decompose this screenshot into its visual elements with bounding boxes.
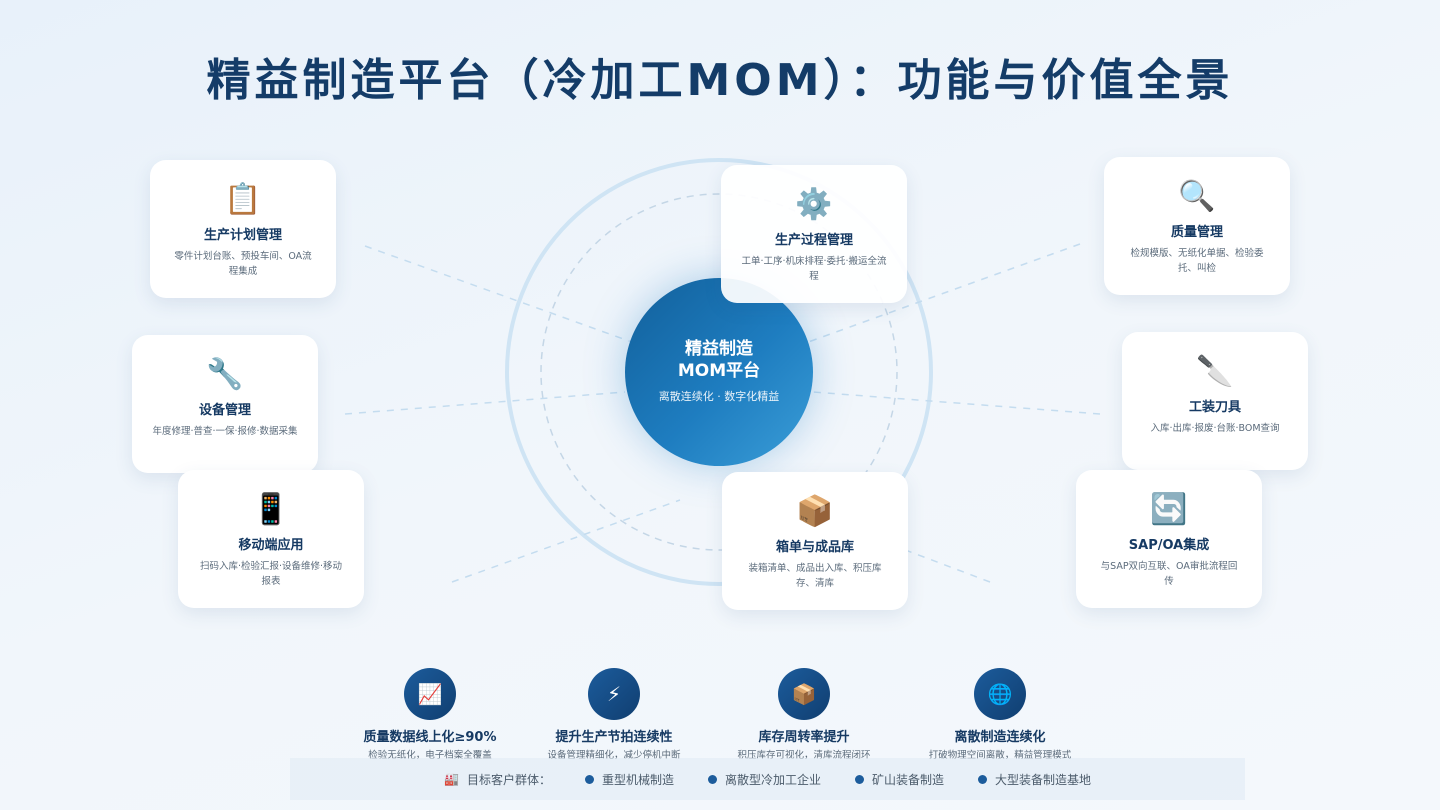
connector-line	[364, 245, 641, 346]
outer-ring	[505, 158, 933, 586]
sync-icon: 🔄	[1150, 492, 1188, 527]
metric-inventory-turnover: 📦 库存周转率提升 积压库存可视化，清库流程闭环	[714, 668, 894, 761]
module-card-mobile[interactable]: 📱 移动端应用 扫码入库·检验汇报·设备维修·移动报表	[178, 470, 364, 608]
package-icon: 📦	[778, 668, 830, 720]
hub-title-line2: MOM平台	[677, 361, 761, 381]
hub-title-line1: 精益制造	[685, 339, 753, 359]
customer-item: 重型机械制造	[601, 772, 674, 787]
metric-desc: 检验无纸化，电子档案全覆盖	[368, 750, 492, 761]
metric-title: 质量数据线上化≥90%	[363, 730, 497, 745]
globe-icon: 🌐	[974, 668, 1026, 720]
module-card-packing-warehouse[interactable]: 📦 箱单与成品库 装箱清单、成品出入库、积压库存、清库	[722, 472, 908, 610]
gear-icon: ⚙️	[795, 187, 833, 222]
card-title: SAP/OA集成	[1128, 538, 1210, 553]
card-desc: 扫码入库·检验汇报·设备维修·移动报表	[199, 561, 343, 587]
package-icon: 📦	[796, 494, 834, 529]
connector-line	[899, 547, 991, 583]
magnifier-icon: 🔍	[1178, 179, 1216, 214]
module-card-production-process[interactable]: ⚙️ 生产过程管理 工单·工序·机床排程·委托·搬运全流程	[721, 165, 907, 303]
bullet-dot	[854, 774, 864, 784]
mobile-app-icon: 📱	[252, 492, 290, 527]
customer-item: 大型装备制造基地	[995, 772, 1092, 787]
card-desc: 入库·出库·报废·台账·BOM查询	[1150, 423, 1280, 434]
clipboard-icon: 📋	[224, 182, 262, 217]
bullet-dot	[707, 774, 717, 784]
metric-quality-data: 📈 质量数据线上化≥90% 检验无纸化，电子档案全覆盖	[340, 668, 520, 761]
metric-discrete-continuity: 🌐 离散制造连续化 打破物理空间离散，精益管理模式	[910, 668, 1090, 761]
module-card-sap-oa[interactable]: 🔄 SAP/OA集成 与SAP双向互联、OA审批流程回传	[1076, 470, 1262, 608]
card-title: 生产过程管理	[774, 233, 853, 248]
lightning-icon: ⚡	[588, 668, 640, 720]
module-card-tooling[interactable]: 🔪 工装刀具 入库·出库·报废·台账·BOM查询	[1122, 332, 1308, 470]
connector-line	[812, 391, 1101, 415]
card-desc: 零件计划台账、预投车间、OA流程集成	[174, 251, 312, 277]
card-title: 质量管理	[1170, 225, 1223, 240]
card-title: 移动端应用	[238, 538, 304, 553]
card-desc: 工单·工序·机床排程·委托·搬运全流程	[741, 256, 887, 282]
metric-production-rhythm: ⚡ 提升生产节拍连续性 设备管理精细化，减少停机中断	[524, 668, 704, 761]
card-title: 箱单与成品库	[775, 540, 854, 555]
bullet-dot	[584, 774, 594, 784]
metric-desc: 设备管理精细化，减少停机中断	[547, 750, 681, 761]
inner-dashed-ring	[540, 193, 898, 551]
metric-title: 离散制造连续化	[954, 730, 1046, 745]
center-hub: 精益制造 MOM平台 离散连续化 · 数字化精益	[625, 278, 813, 466]
metric-desc: 积压库存可视化，清库流程闭环	[737, 750, 871, 761]
wrench-icon: 🔧	[206, 357, 244, 392]
bullet-dot	[978, 774, 987, 784]
card-desc: 装箱清单、成品出入库、积压库存、清库	[748, 563, 882, 589]
metric-desc: 打破物理空间离散，精益管理模式	[928, 750, 1072, 761]
hub-subtitle: 离散连续化 · 数字化精益	[658, 390, 780, 403]
knife-icon: 🔪	[1196, 354, 1234, 389]
chart-up-icon: 📈	[404, 668, 456, 720]
module-card-production-plan[interactable]: 📋 生产计划管理 零件计划台账、预投车间、OA流程集成	[150, 160, 336, 298]
card-desc: 与SAP双向互联、OA审批流程回传	[1100, 561, 1238, 587]
connector-line	[451, 499, 681, 583]
card-title: 生产计划管理	[203, 228, 282, 243]
target-customers-bar: 🏭 目标客户群体： 重型机械制造 离散型冷加工企业 矿山装备制造 大型装备制造基地	[290, 758, 1245, 800]
card-desc: 检规模版、无纸化单据、检验委托、叫检	[1130, 248, 1264, 274]
metric-title: 库存周转率提升	[758, 730, 850, 745]
customer-item: 矿山装备制造	[871, 772, 944, 787]
page-title: 精益制造平台（冷加工MOM）：功能与价值全景	[206, 55, 1234, 106]
factory-icon: 🏭	[443, 772, 459, 786]
module-card-quality[interactable]: 🔍 质量管理 检规模版、无纸化单据、检验委托、叫检	[1104, 157, 1290, 295]
card-title: 设备管理	[198, 403, 251, 418]
connector-line	[344, 391, 626, 415]
customer-item: 离散型冷加工企业	[724, 772, 821, 787]
card-title: 工装刀具	[1188, 400, 1241, 415]
module-card-equipment[interactable]: 🔧 设备管理 年度修理·普查·一保·报修·数据采集	[132, 335, 318, 473]
customers-label: 目标客户群体：	[466, 772, 551, 787]
card-desc: 年度修理·普查·一保·报修·数据采集	[152, 426, 298, 437]
metric-title: 提升生产节拍连续性	[555, 730, 673, 745]
